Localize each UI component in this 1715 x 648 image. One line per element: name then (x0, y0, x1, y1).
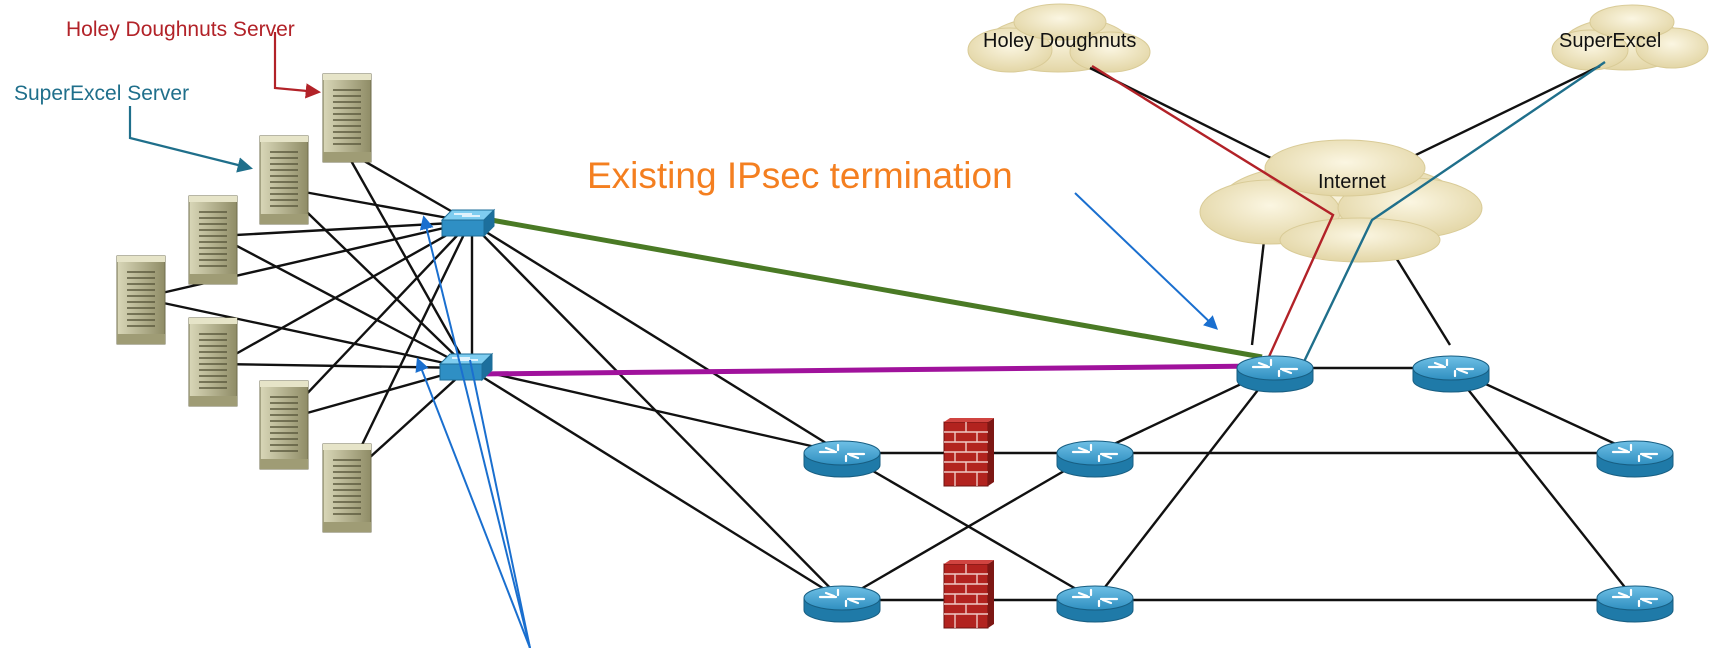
server-icon (188, 317, 238, 407)
servers (116, 73, 372, 533)
server-icon (322, 73, 372, 163)
router-icon (802, 439, 882, 479)
switch-icon (439, 353, 493, 381)
cloud-hd-label: Holey Doughnuts (983, 30, 1136, 52)
router-icon (1055, 439, 1135, 479)
firewall-icon (943, 417, 995, 487)
server-icon (322, 443, 372, 533)
server-icon (116, 255, 166, 345)
pointer-arrow-a (419, 215, 531, 648)
holey-doughnuts-path (1091, 64, 1335, 371)
magenta-link (477, 363, 1263, 377)
pointer-arrow-b (415, 357, 531, 648)
router-icon (1595, 439, 1675, 479)
cloud-se-label: SuperExcel (1559, 30, 1661, 52)
server-icon (259, 135, 309, 225)
se-server-label: SuperExcel Server (14, 82, 189, 105)
green-link (479, 215, 1263, 360)
firewalls (943, 417, 995, 629)
router-icon (802, 584, 882, 624)
firewall-icon (943, 559, 995, 629)
cloud-holey-doughnuts (967, 3, 1151, 73)
cloud-superexcel (1551, 4, 1709, 71)
se-server-arrow (128, 106, 253, 173)
cloud-icon (1551, 4, 1709, 71)
hd-server-label: Holey Doughnuts Server (66, 18, 295, 41)
router-icon (1411, 354, 1491, 394)
server-icon (188, 195, 238, 285)
routers (802, 354, 1675, 624)
cloud-internet (1199, 139, 1483, 263)
router-icon (1055, 584, 1135, 624)
router-icon (1235, 354, 1315, 394)
ipsec-annotation: Existing IPsec termination (587, 155, 1013, 196)
cloud-icon (967, 3, 1151, 73)
cloud-icon (1199, 139, 1483, 263)
superexcel-path (1298, 61, 1606, 371)
switches (439, 209, 495, 381)
hd-server-arrow (273, 32, 322, 99)
switch-icon (441, 209, 495, 237)
pointer-arrow-c (469, 359, 531, 648)
router-icon (1595, 584, 1675, 624)
ipsec-arrow (1074, 192, 1219, 330)
cloud-internet-label: Internet (1318, 171, 1386, 193)
server-icon (259, 380, 309, 470)
